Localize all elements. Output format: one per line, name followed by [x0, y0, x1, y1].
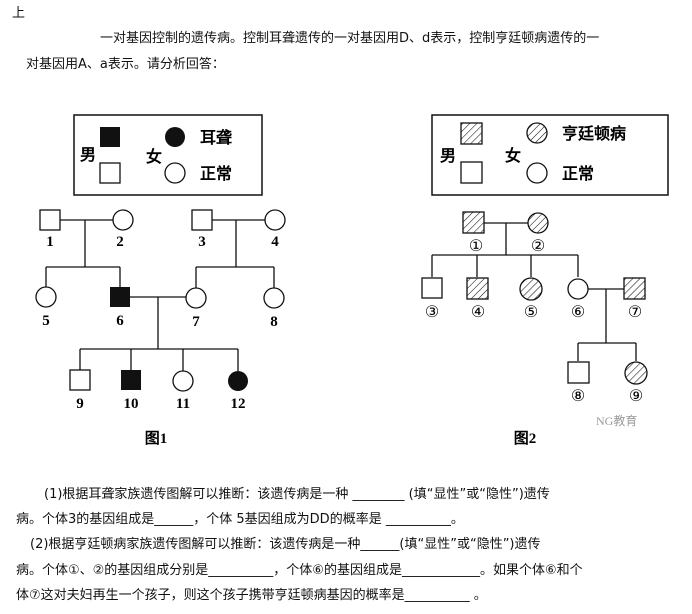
figure2-legend-box: [431, 114, 669, 196]
individual-5: [35, 286, 57, 308]
individual-12: [228, 371, 248, 391]
hd-label-8: ⑧: [571, 388, 585, 405]
hd-individual-4: [466, 277, 489, 300]
figure2-caption: 图2: [514, 430, 537, 447]
hd-individual-8: [567, 361, 590, 384]
hd-label-4: ④: [471, 304, 485, 321]
individual-2: [112, 209, 134, 231]
hd-label-9: ⑨: [629, 388, 643, 405]
hd-individual-5: [519, 277, 543, 301]
individual-8: [263, 287, 285, 309]
label-8: 8: [270, 314, 278, 330]
label-9: 9: [76, 396, 84, 412]
page-top-char: 上: [12, 6, 26, 21]
legend-hd-female-icon: [526, 122, 548, 144]
label-11: 11: [176, 396, 190, 412]
figure1-legend-box: [73, 114, 263, 196]
legend2-affected-label: 亨廷顿病: [562, 124, 626, 143]
hd-individual-1: [462, 211, 485, 234]
individual-4: [264, 209, 286, 231]
legend-male-label: 男: [80, 146, 96, 164]
legend-normal-female-icon: [164, 162, 186, 184]
figure1-pedigree: 男 女 耳聋 正常 1 2 3: [35, 114, 286, 447]
hd-label-6: ⑥: [571, 304, 585, 321]
legend-hd-male-icon: [460, 122, 483, 145]
individual-3: [191, 209, 213, 231]
legend-normal-label: 正常: [200, 164, 232, 183]
watermark-text: NG教育: [596, 413, 637, 428]
label-4: 4: [271, 234, 279, 250]
hd-individual-3: [421, 277, 443, 299]
label-7: 7: [192, 314, 200, 330]
question2-line2: 病。个体①、②的基因组成分别是__________，个体⑥的基因组成是_____…: [16, 563, 583, 578]
hd-label-1: ①: [469, 238, 483, 255]
legend-normal-female-icon-2: [526, 162, 548, 184]
label-6: 6: [116, 313, 124, 329]
hd-label-3: ③: [425, 304, 439, 321]
hd-individual-7: [623, 277, 646, 300]
legend-female-label: 女: [146, 147, 162, 166]
figure1-caption: 图1: [145, 430, 168, 447]
legend-affected-female-icon: [165, 127, 185, 147]
label-12: 12: [231, 396, 246, 412]
hd-individual-2: [527, 212, 549, 234]
figure2-pedigree: 男 女 亨廷顿病 正常 ① ② ③ ④ ⑤ ⑥ ⑦ ⑧ ⑨ NG教育 图2: [421, 114, 669, 447]
individual-10: [121, 370, 141, 390]
hd-label-5: ⑤: [524, 304, 538, 321]
hd-individual-6: [567, 278, 589, 300]
question1-line2: 病。个体3的基因组成是______，个体 5基因组成为DD的概率是 ______…: [16, 512, 464, 527]
legend-normal-male-icon: [99, 162, 121, 184]
hd-label-2: ②: [531, 238, 545, 255]
hd-individual-9: [624, 361, 648, 385]
legend-affected-male-icon: [100, 127, 120, 147]
label-2: 2: [116, 234, 124, 250]
legend2-normal-label: 正常: [562, 164, 594, 183]
individual-9: [69, 369, 91, 391]
legend-normal-male-icon-2: [460, 161, 483, 184]
question2-line1: (2)根据亨廷顿病家族遗传图解可以推断：该遗传病是一种______(填“显性”或…: [30, 537, 541, 552]
label-3: 3: [198, 234, 206, 250]
individual-1: [39, 209, 61, 231]
individual-11: [172, 370, 194, 392]
individual-6: [110, 287, 130, 307]
legend2-female-label: 女: [505, 146, 521, 165]
question2-line3: 体⑦这对夫妇再生一个孩子，则这个孩子携带亨廷顿病基因的概率是__________…: [16, 588, 487, 603]
intro-text-line2: 对基因用A、a表示。请分析回答：: [26, 57, 225, 72]
legend2-male-label: 男: [440, 147, 456, 165]
intro-text-line1: 一对基因控制的遗传病。控制耳聋遗传的一对基因用D、d表示，控制亨廷顿病遗传的一: [100, 31, 600, 46]
label-1: 1: [46, 234, 54, 250]
label-10: 10: [124, 396, 139, 412]
individual-7: [185, 287, 207, 309]
label-5: 5: [42, 313, 50, 329]
legend-affected-label: 耳聋: [200, 128, 232, 147]
question1-line1: (1)根据耳聋家族遗传图解可以推断：该遗传病是一种 ________ (填“显性…: [44, 487, 550, 502]
hd-label-7: ⑦: [628, 304, 642, 321]
